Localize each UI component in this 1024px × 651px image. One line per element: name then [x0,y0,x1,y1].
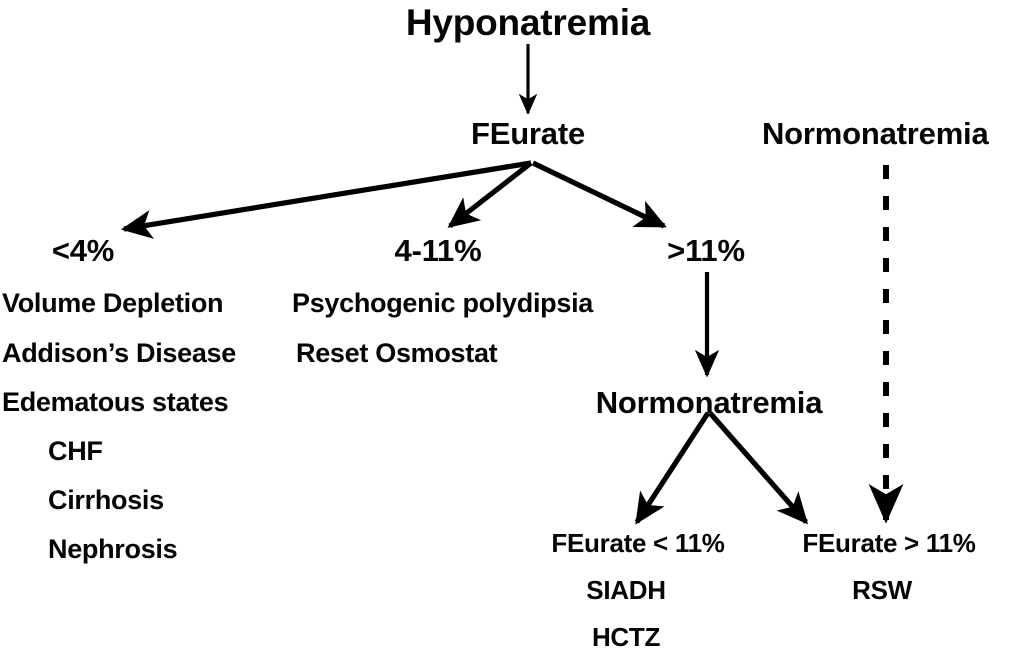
list-item-volume-depletion: Volume Depletion [2,288,224,318]
list-item-cirrhosis: Cirrhosis [48,485,164,515]
node-feurate-greater-than-11: FEurate > 11% [802,528,976,558]
branch-label-mid: 4-11% [394,233,482,268]
node-hyponatremia: Hyponatremia [405,2,651,43]
arrow-normonatremia-to-siadh [634,411,711,525]
node-hctz: HCTZ [591,622,661,651]
branch-label-high: >11% [667,233,745,268]
arrow-feurate-to-high [531,160,667,229]
list-item-psychogenic-polydipsia: Psychogenic polydipsia [292,288,593,318]
node-feurate: FEurate [470,116,586,151]
arrow-normonatremia-to-rsw [708,411,809,525]
branch-label-low: <4% [51,233,115,268]
list-item-reset-osmostat: Reset Osmostat [296,338,498,368]
node-normonatremia-top: Normonatremia [762,116,989,151]
list-item-chf: CHF [48,436,103,466]
list-item-addisons-disease: Addison’s Disease [2,338,236,368]
list-item-nephrosis: Nephrosis [48,534,178,564]
node-normonatremia-mid: Normonatremia [595,385,823,420]
node-rsw: RSW [852,575,912,605]
arrow-feurate-to-mid [447,160,533,229]
list-item-edematous-states: Edematous states [2,387,229,417]
node-feurate-less-than-11: FEurate < 11% [551,528,725,558]
arrow-feurate-to-low [120,160,532,239]
node-siadh: SIADH [586,575,666,605]
